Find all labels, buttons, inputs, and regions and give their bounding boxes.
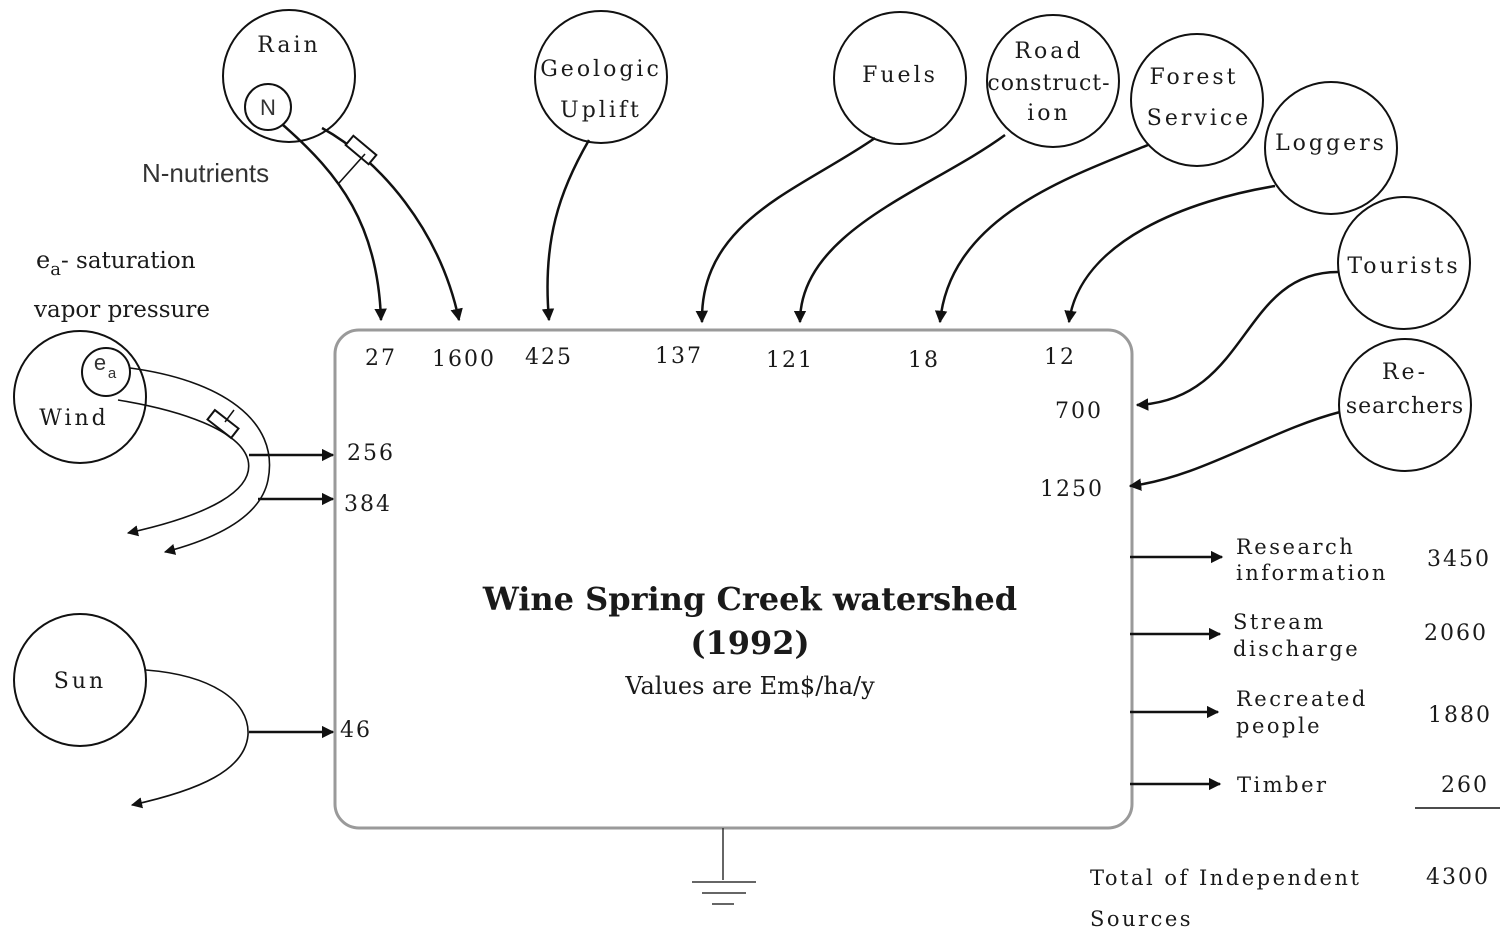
value-fuels: 137	[655, 344, 703, 369]
recreation-output-label-1: Recreated	[1236, 687, 1368, 711]
value-geologic-uplift: 425	[525, 345, 573, 370]
stream-output-value: 2060	[1424, 621, 1488, 646]
tourists-flow	[1135, 270, 1339, 411]
value-wind: 384	[344, 492, 392, 517]
rain-interaction-gate	[344, 134, 378, 166]
diagram-year: (1992)	[690, 624, 809, 662]
value-ea: 256	[347, 441, 395, 466]
researchers-label-2: searchers	[1346, 394, 1464, 419]
value-sun: 46	[340, 718, 372, 743]
stream-output-label-2: discharge	[1233, 637, 1360, 661]
timber-output-value: 260	[1441, 773, 1489, 798]
recreation-output-label-2: people	[1236, 714, 1322, 738]
road-construction-flow	[793, 133, 1006, 324]
wind-label: Wind	[39, 406, 109, 431]
value-road-construction: 121	[766, 348, 814, 373]
research-output-value: 3450	[1427, 547, 1491, 572]
research-output-label-2: information	[1236, 561, 1388, 585]
geologic-uplift-source	[534, 10, 668, 144]
road-construction-source	[986, 14, 1120, 148]
vapor-pressure-annotation: vapor pressure	[33, 297, 210, 323]
road-label-3: ion	[1027, 101, 1070, 126]
ea-a-label: a	[108, 365, 117, 382]
forest-service-source	[1130, 33, 1264, 167]
n-label: N	[260, 95, 276, 120]
rain-label: Rain	[257, 33, 320, 58]
geologic-label-1: Geologic	[540, 57, 662, 82]
geologic-uplift-flow	[541, 139, 591, 322]
value-loggers: 12	[1044, 345, 1076, 370]
n-nutrients-annotation: N-nutrients	[142, 158, 269, 188]
ea-flow-pathway	[129, 367, 271, 555]
forest-label-1: Forest	[1150, 65, 1239, 90]
wind-interaction-gate	[206, 408, 240, 440]
diagram-title: Wine Spring Creek watershed	[482, 580, 1017, 618]
ea-annotation: ea- saturation	[36, 246, 196, 280]
total-label-1: Total of Independent	[1090, 866, 1361, 890]
fuels-source	[833, 11, 967, 145]
tourists-label: Tourists	[1347, 254, 1460, 279]
value-rain: 1600	[432, 347, 496, 372]
rain-interaction-link	[338, 153, 366, 184]
forest-label-2: Service	[1147, 106, 1251, 131]
rain-source	[222, 9, 356, 143]
value-tourists: 700	[1055, 399, 1103, 424]
rain-flow	[321, 126, 463, 322]
loggers-source	[1264, 81, 1398, 215]
ea-source	[81, 347, 131, 397]
wind-flow-pathway	[117, 399, 250, 537]
fuels-flow	[695, 136, 876, 324]
stream-output-label-1: Stream	[1233, 610, 1326, 634]
forest-service-flow	[934, 143, 1149, 324]
road-label-2: construct-	[987, 71, 1110, 96]
research-output-label-1: Research	[1236, 535, 1355, 559]
total-value: 4300	[1426, 865, 1490, 890]
tourists-source	[1337, 196, 1471, 330]
sun-flow-pathway	[130, 669, 249, 809]
units-caption: Values are Em$/ha/y	[624, 672, 875, 700]
sun-label: Sun	[54, 669, 106, 694]
loggers-label: Loggers	[1275, 131, 1387, 156]
n-nutrient-source	[244, 83, 292, 131]
fuels-label: Fuels	[862, 63, 938, 88]
value-researchers: 1250	[1040, 477, 1104, 502]
value-n-nutrients: 27	[365, 346, 397, 371]
sun-source	[13, 613, 147, 747]
wind-interaction-link	[224, 409, 235, 423]
wind-source	[13, 330, 147, 464]
loggers-flow	[1064, 184, 1276, 324]
n-nutrients-flow	[282, 124, 387, 322]
ea-e-label: e	[94, 350, 106, 375]
researchers-flow	[1128, 410, 1341, 491]
geologic-label-2: Uplift	[560, 98, 642, 123]
total-label-2: Sources	[1090, 907, 1193, 931]
road-label-1: Road	[1014, 39, 1083, 64]
timber-output-label: Timber	[1237, 773, 1329, 797]
researchers-source	[1338, 338, 1472, 472]
system-boundary	[333, 328, 1134, 830]
recreation-output-value: 1880	[1428, 703, 1492, 728]
researchers-label-1: Re-	[1382, 360, 1428, 385]
heat-sink-icon	[692, 828, 756, 905]
value-forest-service: 18	[908, 348, 940, 373]
